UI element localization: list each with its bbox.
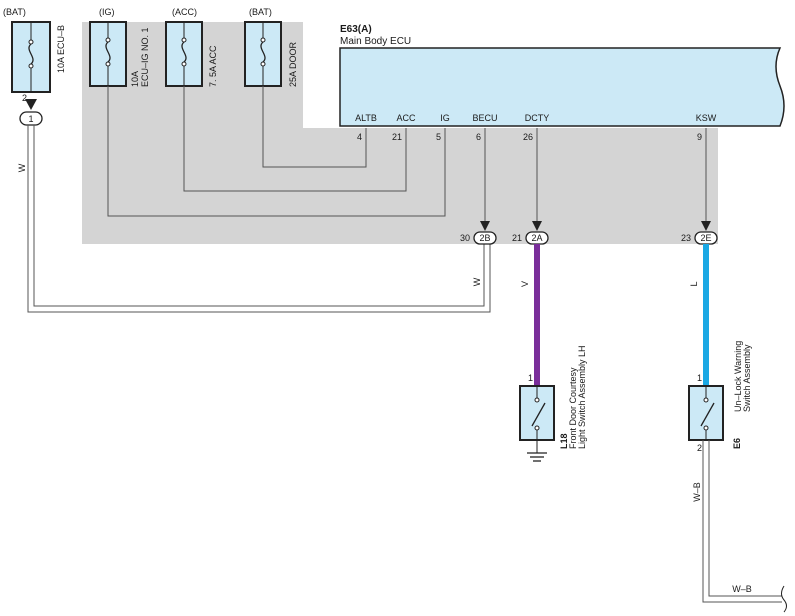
ecu-code: E63(A) bbox=[340, 24, 372, 35]
fuse-name: 25A DOOR bbox=[288, 41, 298, 87]
wire-acc-to-acc bbox=[183, 86, 407, 192]
switch-terminal bbox=[534, 425, 540, 431]
wire-label-wb-vertical: W–B bbox=[692, 482, 702, 502]
fuse-terminal bbox=[28, 63, 34, 69]
arrow-down-icon bbox=[532, 221, 542, 231]
wire-door-to-altb bbox=[262, 86, 367, 168]
fuse-pin-number: 2 bbox=[22, 93, 27, 103]
ecu-pin-label-ksw: KSW bbox=[696, 113, 717, 123]
switch-terminal bbox=[534, 397, 540, 403]
fuse-terminal bbox=[181, 61, 187, 67]
ecu-pin-label-ig: IG bbox=[440, 113, 450, 123]
ecu-pin-label-altb: ALTB bbox=[355, 113, 377, 123]
ecu-pin-label-acc: ACC bbox=[396, 113, 416, 123]
wire-break-icon bbox=[781, 585, 787, 613]
fuse-terminal bbox=[181, 37, 187, 43]
wire-label-wb-horizontal: W–B bbox=[732, 584, 752, 594]
ecu-pin-number-5: 5 bbox=[436, 132, 441, 142]
connector-pin: 23 bbox=[681, 233, 691, 243]
switch-pin-bottom: 2 bbox=[697, 443, 702, 453]
connector-pin: 21 bbox=[512, 233, 522, 243]
connector-pin: 30 bbox=[460, 233, 470, 243]
fuse-terminal bbox=[105, 61, 111, 67]
switch-terminal bbox=[703, 397, 709, 403]
ecu-pin-number-4: 4 bbox=[357, 132, 362, 142]
ecu-pin-label-becu: BECU bbox=[472, 113, 497, 123]
switch-code: L18 bbox=[559, 433, 569, 449]
switch-contact-icon bbox=[531, 402, 546, 427]
main-body-ecu: E63(A) Main Body ECU ALTB ACC IG BECU DC… bbox=[339, 24, 785, 142]
connector-id: 2E bbox=[700, 233, 711, 243]
arrow-down-icon bbox=[701, 221, 711, 231]
wire-w-inner bbox=[33, 125, 485, 307]
fuse-acc: (ACC) 7. 5A ACC bbox=[165, 7, 218, 87]
wire-label-l: L bbox=[689, 281, 699, 286]
wire-label-v: V bbox=[520, 281, 530, 287]
wire-ig-to-ig bbox=[107, 86, 446, 217]
fuse-ecu-b: (BAT) 10A ECU–B 2 bbox=[3, 7, 66, 103]
connector-id: 2A bbox=[531, 233, 542, 243]
fuse-door: (BAT) 25A DOOR bbox=[244, 7, 298, 87]
switch-name-line2: Light Switch Assembly LH bbox=[577, 345, 587, 449]
wire-label-w-right: W bbox=[472, 277, 482, 286]
fuse-name-line1: 10A bbox=[130, 71, 140, 87]
ecu-body bbox=[339, 47, 785, 127]
ecu-pin-number-6: 6 bbox=[476, 132, 481, 142]
fuse-source-label: (BAT) bbox=[3, 7, 26, 17]
arrow-down-icon bbox=[25, 99, 37, 110]
ecu-pin-number-9: 9 bbox=[697, 132, 702, 142]
connector-2b: 30 2B bbox=[460, 231, 497, 245]
wire-wb-outer bbox=[702, 440, 782, 603]
fuse-element-icon bbox=[181, 41, 187, 63]
switch-contact-icon bbox=[700, 402, 715, 427]
ecu-zone bbox=[82, 22, 718, 244]
fuse-terminal bbox=[260, 37, 266, 43]
switch-e6: 1 2 E6 Un–Lock Warning Switch Assembly bbox=[688, 341, 752, 453]
switch-l18: 1 L18 Front Door Courtesy Light Switch A… bbox=[519, 345, 587, 462]
ecu-pin-number-21: 21 bbox=[392, 132, 402, 142]
ground-icon bbox=[527, 452, 547, 462]
fuse-name-line2: ECU–IG NO. 1 bbox=[140, 27, 150, 87]
arrow-down-icon bbox=[480, 221, 490, 231]
fuse-name: 7. 5A ACC bbox=[208, 45, 218, 87]
fuse-element-icon bbox=[260, 41, 266, 63]
fuse-terminal bbox=[28, 39, 34, 45]
junction-label: 1 bbox=[28, 114, 33, 124]
ecu-pin-label-dcty: DCTY bbox=[525, 113, 550, 123]
ecu-pin-number-26: 26 bbox=[523, 132, 533, 142]
fuse-source-label: (BAT) bbox=[249, 7, 272, 17]
wire-w-outer bbox=[27, 125, 491, 313]
switch-name-line1: Un–Lock Warning bbox=[733, 341, 743, 412]
wire-label-w-left: W bbox=[17, 163, 27, 172]
connector-2a: 21 2A bbox=[512, 231, 549, 245]
fuse-terminal bbox=[105, 37, 111, 43]
switch-code: E6 bbox=[732, 438, 742, 449]
switch-name-line1: Front Door Courtesy bbox=[568, 367, 578, 449]
switch-terminal bbox=[703, 425, 709, 431]
switch-pin-top: 1 bbox=[697, 373, 702, 383]
wire-wb-inner bbox=[708, 440, 782, 597]
fuse-source-label: (ACC) bbox=[172, 7, 197, 17]
fuse-ecu-ig-no1: (IG) 10A ECU–IG NO. 1 bbox=[89, 7, 150, 87]
junction-connector-1: 1 bbox=[19, 111, 43, 126]
fuse-name: 10A ECU–B bbox=[56, 25, 66, 73]
fuse-source-label: (IG) bbox=[99, 7, 115, 17]
fuse-element-icon bbox=[28, 43, 34, 65]
ecu-name: Main Body ECU bbox=[340, 36, 411, 47]
fuse-element-icon bbox=[105, 41, 111, 63]
connector-id: 2B bbox=[479, 233, 490, 243]
switch-name-line2: Switch Assembly bbox=[742, 344, 752, 412]
switch-pin-top: 1 bbox=[528, 373, 533, 383]
fuse-terminal bbox=[260, 61, 266, 67]
connector-2e: 23 2E bbox=[681, 231, 718, 245]
